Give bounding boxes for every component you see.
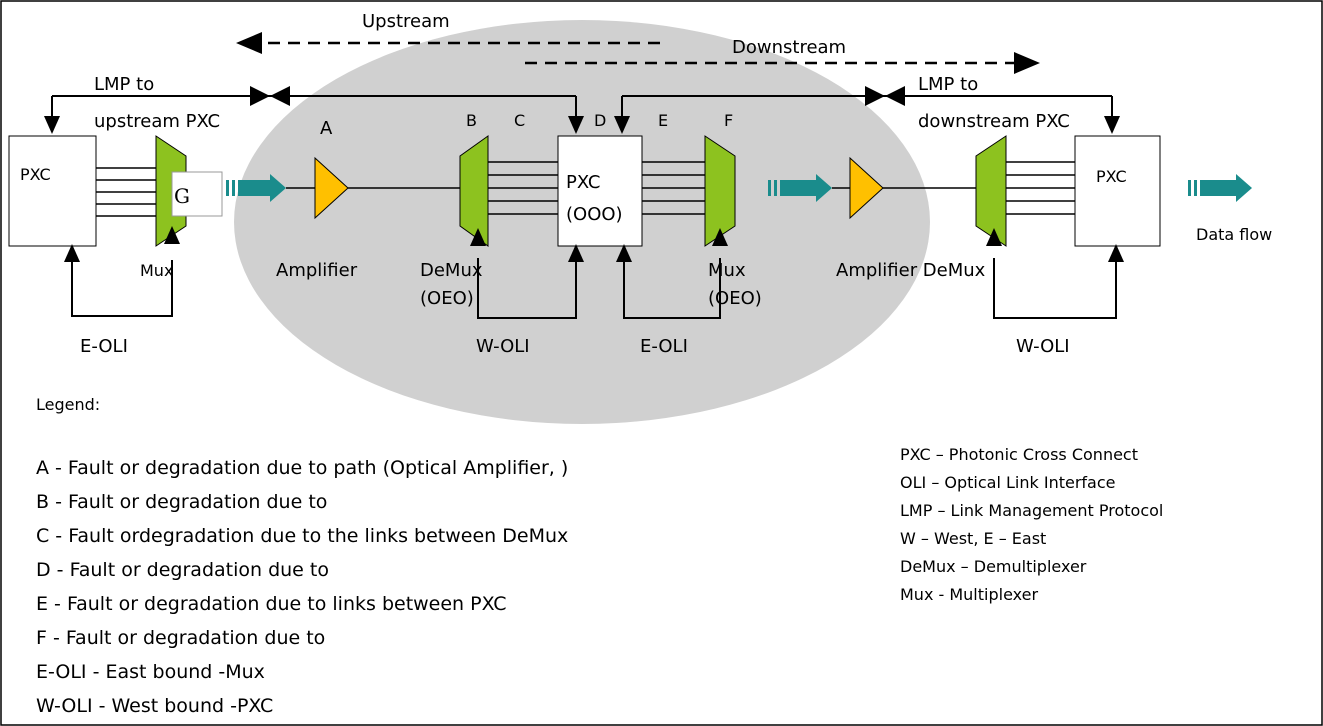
glossary-item: PXC – Photonic Cross Connect <box>900 445 1138 464</box>
w-oli-center-label: W-OLI <box>476 336 530 357</box>
left-pxc-mux-links <box>96 167 156 217</box>
g-box-label: G <box>174 184 190 208</box>
legend-item: E - Fault or degradation due to links be… <box>36 593 507 615</box>
point-b-label: B <box>466 111 477 130</box>
pxc-left-label: PXC <box>20 165 51 184</box>
point-d-label: D <box>594 111 606 130</box>
demux-pxc-links <box>488 161 558 215</box>
point-a-label: A <box>320 118 333 139</box>
flow-arrow-legend <box>1188 174 1252 202</box>
mux-left-shape <box>155 135 187 247</box>
lmp-left-label-line2: upstream PXC <box>94 111 220 132</box>
mux-center-label-line2: (OEO) <box>708 288 762 309</box>
w-oli-right-loop <box>993 258 1117 319</box>
legend-item: W-OLI - West bound -PXC <box>36 695 273 717</box>
mux-center-shape <box>704 135 736 247</box>
e-oli-left-label: E-OLI <box>80 336 128 357</box>
amplifier-demux-right-label: Amplifier DeMux <box>836 260 986 281</box>
pxc-right-box <box>1074 135 1161 247</box>
glossary-item: DeMux – Demultiplexer <box>900 557 1087 576</box>
demux-right-pxc-links <box>1006 161 1075 215</box>
e-oli-left-loop <box>71 260 173 317</box>
legend-item: E-OLI - East bound -Mux <box>36 661 265 683</box>
flow-arrow-left <box>226 174 286 202</box>
lmp-upstream-link <box>44 86 584 134</box>
glossary-item: LMP – Link Management Protocol <box>900 501 1163 520</box>
w-oli-center-loop <box>477 258 577 319</box>
lmp-downstream-link <box>614 86 1120 134</box>
legend-list: A - Fault or degradation due to path (Op… <box>36 457 568 717</box>
pxc-left-box <box>8 135 97 247</box>
pxc-center-label-line1: PXC <box>566 172 600 193</box>
e-oli-center-label: E-OLI <box>640 336 688 357</box>
upstream-label: Upstream <box>362 11 450 32</box>
demux-center-label-line2: (OEO) <box>420 288 474 309</box>
lmp-right-label-line2: downstream PXC <box>918 111 1070 132</box>
glossary-item: Mux - Multiplexer <box>900 585 1038 604</box>
legend-item: C - Fault ordegradation due to the links… <box>36 525 568 547</box>
point-c-label: C <box>514 111 525 130</box>
flow-arrow-center <box>768 174 832 202</box>
legend-item: F - Fault or degradation due to <box>36 627 325 649</box>
legend-item: A - Fault or degradation due to path (Op… <box>36 457 568 479</box>
pxc-center-box <box>557 135 643 247</box>
glossary-list: PXC – Photonic Cross Connect OLI – Optic… <box>900 445 1163 604</box>
data-flow-label: Data flow <box>1196 225 1272 244</box>
legend-title: Legend: <box>36 395 100 414</box>
glossary-item: OLI – Optical Link Interface <box>900 473 1115 492</box>
glossary-item: W – West, E – East <box>900 529 1046 548</box>
lmp-right-label-line1: LMP to <box>918 74 978 95</box>
lmp-left-label-line1: LMP to <box>94 74 154 95</box>
mux-center-label-line1: Mux <box>708 260 746 281</box>
pxc-center-label-line2: (OOO) <box>566 204 623 225</box>
point-e-label: E <box>658 111 668 130</box>
demux-center-label-line1: DeMux <box>420 260 483 281</box>
w-oli-right-label: W-OLI <box>1016 336 1070 357</box>
legend-item: B - Fault or degradation due to <box>36 491 327 513</box>
g-box <box>171 171 223 217</box>
pxc-mux-links <box>642 161 705 215</box>
mux-left-label: Mux <box>140 261 173 280</box>
e-oli-center-loop <box>623 258 721 319</box>
pxc-right-label: PXC <box>1096 167 1127 186</box>
demux-center-shape <box>459 135 489 247</box>
legend-item: D - Fault or degradation due to <box>36 559 329 581</box>
amplifier-left-label: Amplifier <box>276 260 358 281</box>
upstream-arrow <box>236 32 660 54</box>
downstream-label: Downstream <box>732 37 846 58</box>
demux-right-shape <box>975 135 1007 247</box>
point-f-label: F <box>724 111 733 130</box>
downstream-arrow <box>525 52 1040 74</box>
